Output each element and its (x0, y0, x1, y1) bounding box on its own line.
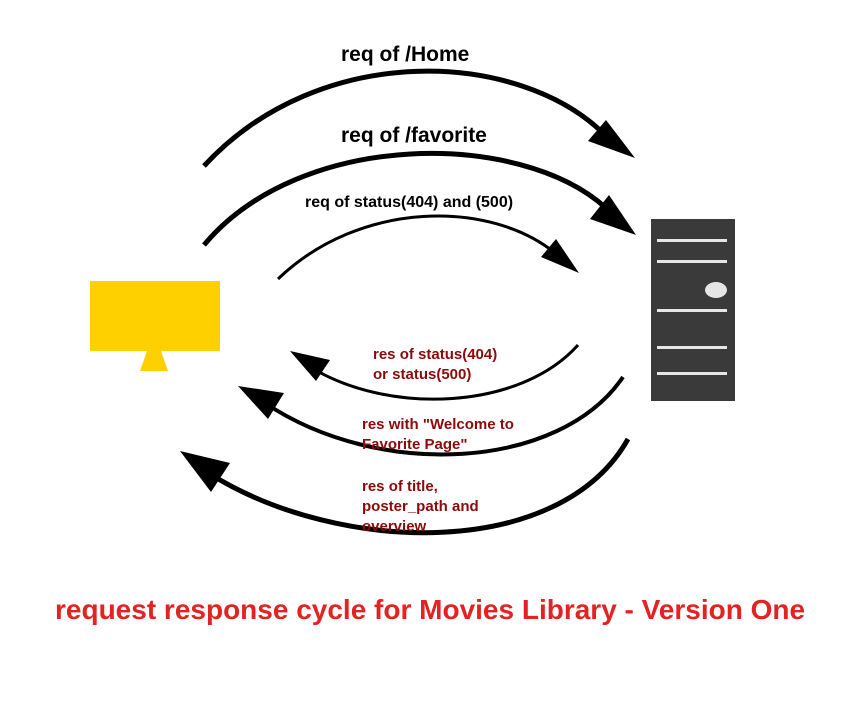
request-favorite-arrow (202, 151, 608, 247)
response-label-line: Favorite Page" (362, 436, 468, 453)
request-home-arrow (202, 68, 607, 168)
response-label-line: res of title, (362, 478, 438, 495)
request-status-arrow (276, 214, 556, 281)
response-label-line: res with "Welcome to (362, 416, 514, 433)
request-home-arrowhead (588, 120, 635, 158)
response-status-arrowhead (290, 351, 330, 381)
response-title-arrow (208, 437, 631, 536)
client-monitor-icon (90, 281, 220, 371)
response-label-status: res of status(404) or status(500) (373, 345, 497, 385)
response-favorite-arrowhead (238, 386, 284, 419)
request-label-status: req of status(404) and (500) (305, 194, 514, 211)
request-label-home: req of /Home (341, 43, 470, 66)
response-label-line: poster_path and (362, 498, 479, 515)
response-label-line: overview (362, 518, 427, 535)
request-favorite-arrowhead (590, 195, 636, 235)
request-label-favorite: req of /favorite (341, 124, 487, 147)
response-label-line: or status(500) (373, 366, 472, 383)
response-label-title: res of title, poster_path and overview (362, 477, 479, 537)
response-title-arrowhead (180, 451, 230, 492)
server-tower-icon (651, 219, 735, 401)
response-status-arrow (311, 344, 580, 401)
response-label-favorite: res with "Welcome to Favorite Page" (362, 415, 514, 455)
response-label-line: res of status(404) (373, 346, 498, 363)
request-status-arrowhead (541, 239, 579, 273)
response-favorite-arrow (263, 375, 625, 457)
diagram-caption: request response cycle for Movies Librar… (55, 594, 806, 625)
